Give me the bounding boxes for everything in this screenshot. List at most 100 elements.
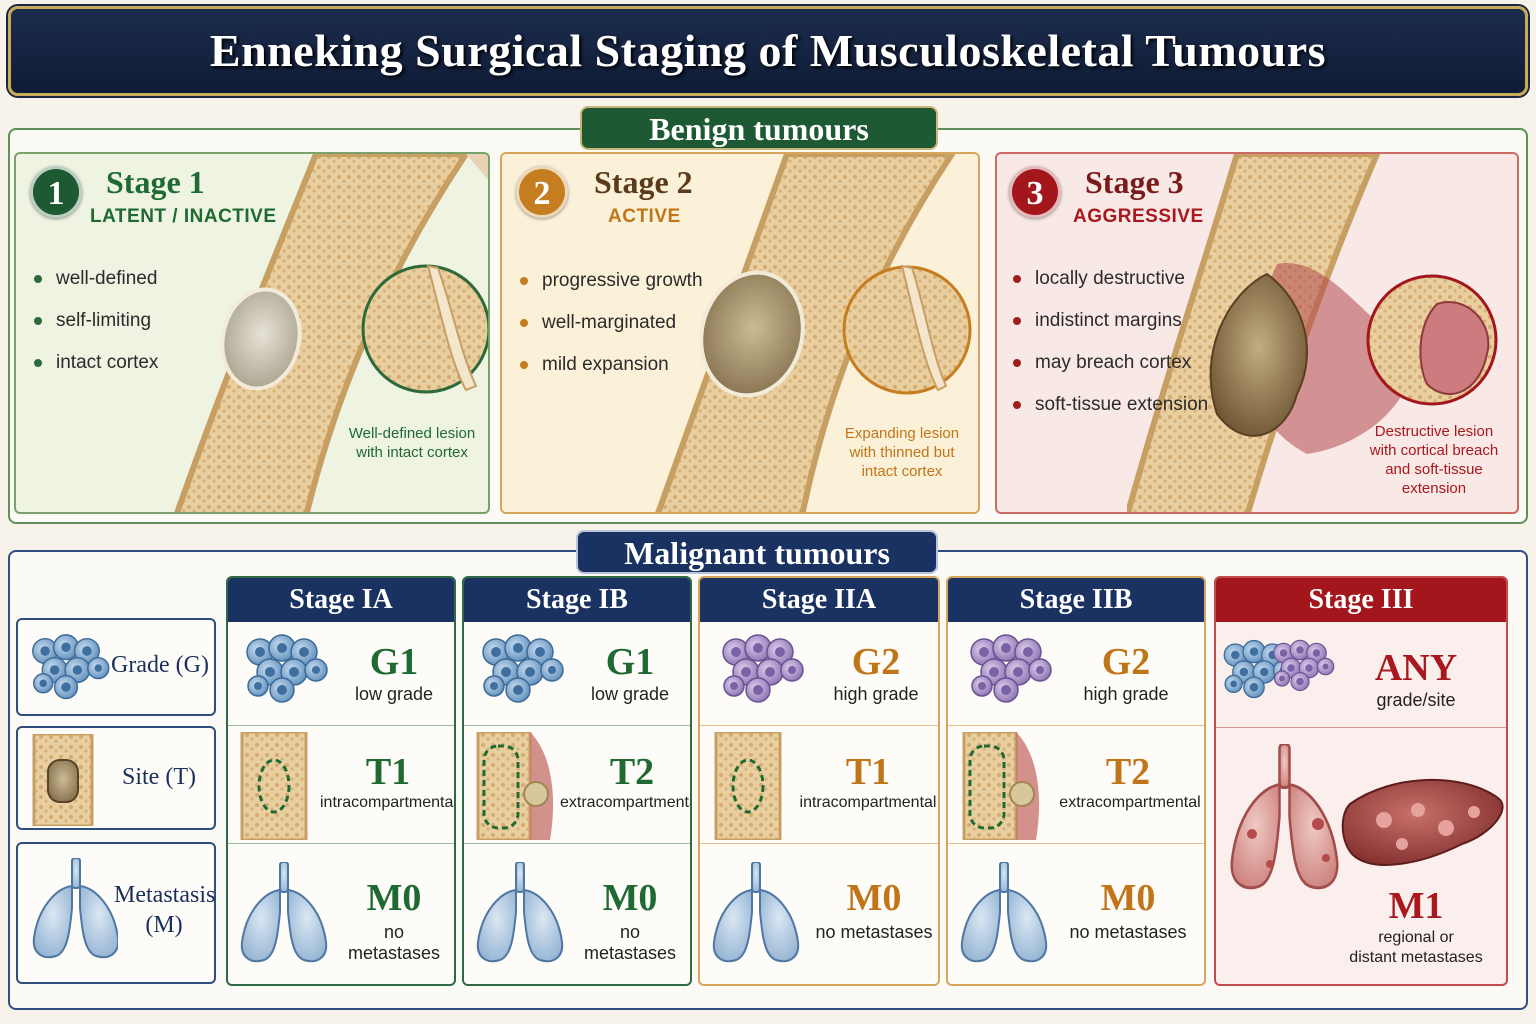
stage-IIA-metastasis-cell: M0 no metastases [700, 844, 938, 984]
metastasis-desc: no metastases [583, 922, 677, 963]
feature-item: indistinct margins [1013, 300, 1208, 342]
stage-3-title: Stage 3 [1085, 164, 1184, 200]
metastasis-desc-line: distant metastases [1349, 949, 1483, 966]
feature-item: self-limiting [34, 300, 158, 342]
stage-2-features: progressive growth well-marginated mild … [520, 260, 703, 386]
stage-IIB-site-cell: T2 extracompartmental [948, 726, 1204, 844]
bone-icon [476, 732, 554, 840]
stage-3-caption: Destructive lesion with cortical breach … [1359, 422, 1509, 498]
stage-3-features: locally destructive indistinct margins m… [1013, 258, 1208, 426]
bone-icon [240, 732, 308, 840]
stage-IB-column: Stage IB G1 low grade T2 extracompartmen… [462, 576, 692, 986]
stage-IA-grade-cell: G1 low grade [228, 622, 454, 726]
stage-III-grade-cell: ANY grade/site [1216, 622, 1506, 728]
feature-item: intact cortex [34, 342, 158, 384]
caption-line: Destructive lesion [1374, 423, 1494, 440]
lungs-icon [240, 862, 328, 963]
stage-IA-header: Stage IA [228, 578, 454, 622]
site-desc: intracompartmental [320, 794, 456, 811]
grade-code: G2 [851, 641, 901, 683]
site-desc: intracompartmental [799, 794, 937, 811]
bone-icon [962, 732, 1040, 840]
lungs-liver-metastases-icon [1230, 744, 1504, 890]
cells-icon [246, 634, 328, 703]
bone-illustration-stage-3 [1127, 154, 1498, 512]
metastasis-code: M0 [846, 877, 902, 919]
metastasis-code: M0 [1100, 877, 1156, 919]
stage-1-subtitle: LATENT / INACTIVE [90, 206, 277, 227]
bone-illustration-stage-2 [655, 154, 972, 512]
grade-label: Grade (G) [111, 652, 209, 678]
metastasis-label-line: Metastasis [114, 882, 216, 908]
metastasis-desc-line: regional or [1378, 929, 1454, 946]
stage-2-badge: 2 [516, 166, 568, 218]
stage-IB-grade-cell: G1 low grade [464, 622, 690, 726]
stage-IIA-site-cell: T1 intracompartmental [700, 726, 938, 844]
metastasis-code: M0 [366, 877, 422, 919]
bone-icon [714, 732, 782, 840]
grade-code: G2 [1101, 641, 1151, 683]
caption-line: Well-defined lesion [348, 425, 476, 442]
stage-2-card: 2 Stage 2 ACTIVE progressive growth well… [500, 152, 980, 514]
stage-3-card: 3 Stage 3 AGGRESSIVE locally destructive… [995, 152, 1519, 514]
caption-line: with intact cortex [356, 444, 468, 461]
stage-IIB-header: Stage IIB [948, 578, 1204, 622]
bone-icon [32, 734, 94, 826]
metastasis-label: Metastasis (M) [114, 880, 216, 940]
grade-code: G1 [369, 641, 419, 683]
malignant-heading: Malignant tumours [576, 530, 938, 574]
stage-IA-column: Stage IA G1 low grade T1 intracompartmen… [226, 576, 456, 986]
caption-line: intact cortex [861, 463, 943, 480]
grade-code: G1 [605, 641, 655, 683]
feature-item: well-defined [34, 258, 158, 300]
stage-IIA-header: Stage IIA [700, 578, 938, 622]
site-code: T2 [609, 751, 655, 793]
stage-III-column: Stage III ANY grade/site M1 regional or … [1214, 576, 1508, 986]
stage-IA-metastasis-cell: M0 no metastases [228, 844, 454, 984]
site-code: T2 [1105, 751, 1151, 793]
stage-IIA-column: Stage IIA G2 high grade T1 intracompartm… [698, 576, 940, 986]
lungs-icon [32, 858, 118, 959]
row-label-grade: Grade (G) [16, 618, 216, 716]
stage-IIB-column: Stage IIB G2 high grade T2 extracompartm… [946, 576, 1206, 986]
stage-3-badge: 3 [1009, 166, 1061, 218]
stage-1-title: Stage 1 [106, 164, 205, 200]
caption-line: with thinned but [849, 444, 955, 461]
site-code: T1 [845, 751, 891, 793]
grade-desc: grade/site [1376, 690, 1456, 710]
benign-heading: Benign tumours [580, 106, 938, 150]
bone-illustration-stage-1 [174, 154, 488, 512]
metastasis-code: M1 [1388, 885, 1444, 927]
stage-IB-header: Stage IB [464, 578, 690, 622]
caption-line: and soft-tissue [1385, 461, 1483, 478]
metastasis-desc: regional or distant metastases [1326, 928, 1506, 968]
feature-item: mild expansion [520, 344, 703, 386]
cells-icon [482, 634, 564, 703]
feature-item: soft-tissue extension [1013, 384, 1208, 426]
stage-IIA-grade-cell: G2 high grade [700, 622, 938, 726]
site-label: Site (T) [122, 764, 196, 790]
grade-code: ANY [1374, 647, 1458, 689]
stage-1-badge: 1 [30, 166, 82, 218]
stage-IB-site-cell: T2 extracompartmental [464, 726, 690, 844]
stage-IB-metastasis-cell: M0 no metastases [464, 844, 690, 984]
metastasis-code: M0 [602, 877, 658, 919]
stage-IIB-grade-cell: G2 high grade [948, 622, 1204, 726]
row-label-site: Site (T) [16, 726, 216, 830]
stage-1-card: 1 Stage 1 LATENT / INACTIVE well-defined… [14, 152, 490, 514]
caption-line: Expanding lesion [844, 425, 960, 442]
stage-2-subtitle: ACTIVE [608, 206, 681, 227]
lungs-icon [712, 862, 800, 963]
stage-IA-site-cell: T1 intracompartmental [228, 726, 454, 844]
mixed-cells-icon [1223, 639, 1335, 699]
site-desc: extracompartmental [1059, 794, 1201, 811]
metastasis-desc: no metastases [815, 922, 933, 942]
cells-icon [722, 634, 804, 703]
stage-1-features: well-defined self-limiting intact cortex [34, 258, 158, 384]
grade-desc: high grade [1083, 684, 1169, 704]
grade-desc: low grade [354, 684, 434, 704]
lungs-icon [960, 862, 1048, 963]
site-desc: extracompartmental [560, 794, 692, 811]
feature-item: locally destructive [1013, 258, 1208, 300]
lungs-icon [476, 862, 564, 963]
